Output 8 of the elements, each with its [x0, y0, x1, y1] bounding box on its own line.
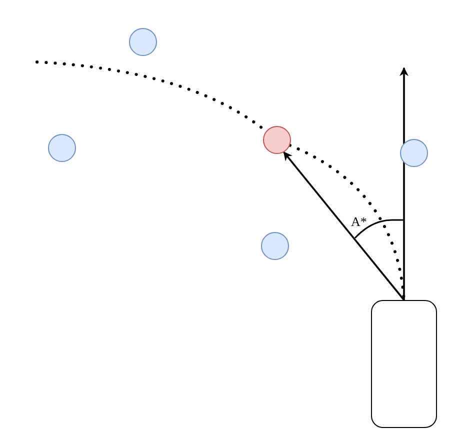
vehicle-box: [371, 300, 437, 428]
angle-label: A*: [351, 215, 367, 229]
waypoint-circle: [48, 134, 76, 162]
waypoint-circle: [129, 28, 157, 56]
waypoint-circle: [261, 232, 289, 260]
waypoint-circle: [263, 126, 291, 154]
arrow: [400, 67, 408, 300]
waypoint-circle: [400, 139, 428, 167]
